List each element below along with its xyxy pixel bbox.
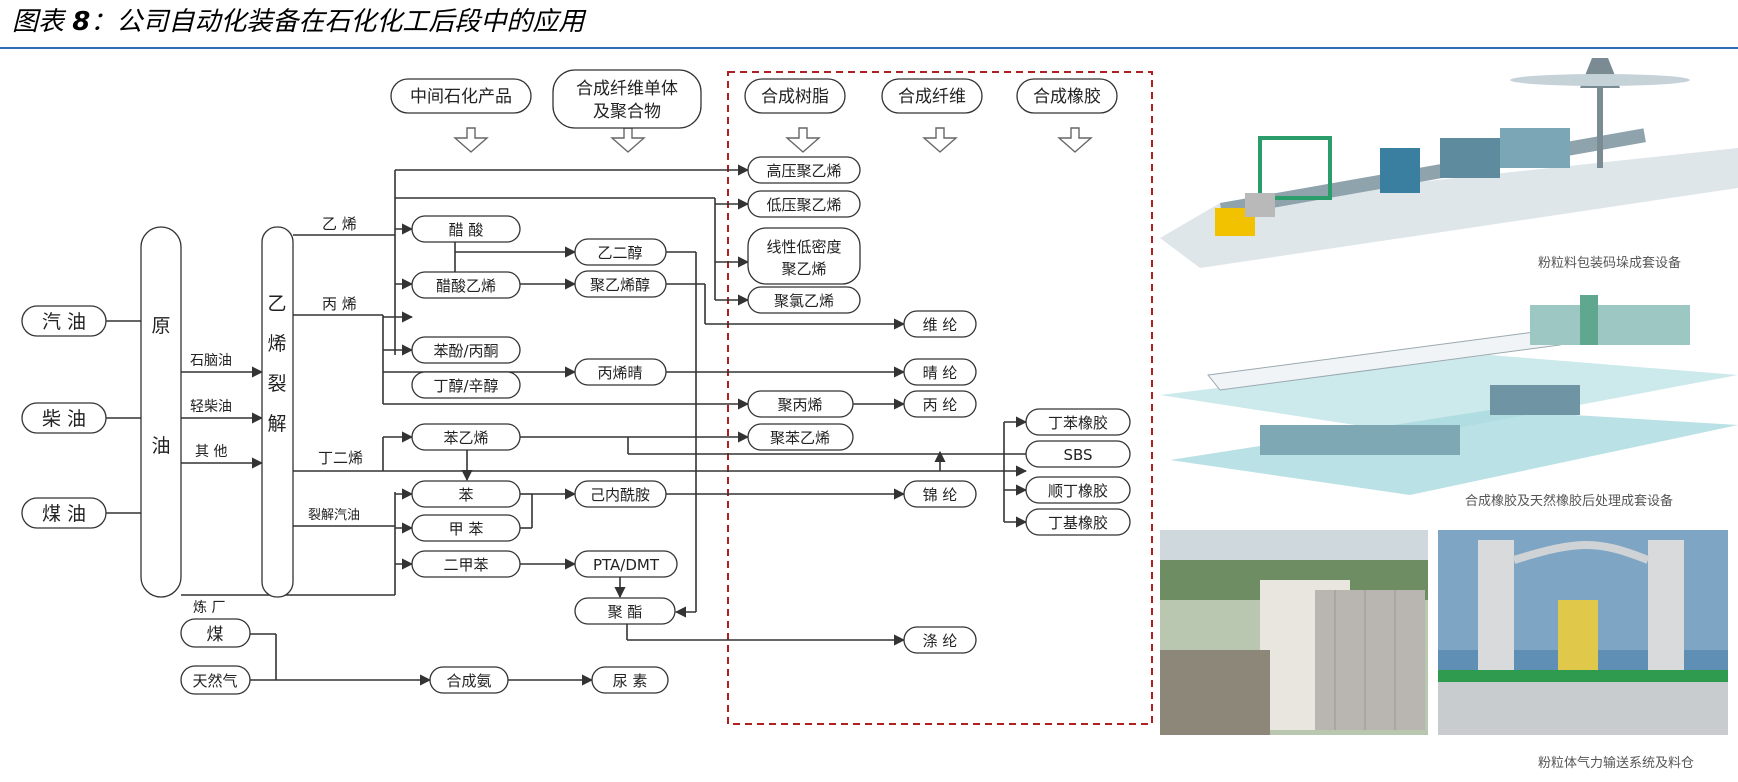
pneumatic-conveying-photo [1438, 530, 1728, 735]
node-pta-dmt: PTA/DMT [593, 556, 660, 574]
node-ethylene-cracking: 乙烯裂解 [267, 293, 286, 435]
node-ps: 聚苯乙烯 [770, 429, 830, 447]
node-br: 顺丁橡胶 [1048, 482, 1108, 500]
flow-labels: 石脑油 轻柴油 其 他 炼 厂 乙 烯 丙 烯 丁二烯 裂解汽油 [190, 215, 363, 616]
silo-plant-photo [1160, 530, 1428, 735]
node-vinylon: 维 纶 [923, 316, 958, 334]
title-prefix: 图表 [12, 7, 65, 37]
node-caprolactam: 己内酰胺 [590, 486, 650, 504]
caption-packaging: 粉粒料包装码垛成套设备 [1538, 256, 1682, 271]
petrochemical-flow-diagram: 中间石化产品 合成纤维单体 及聚合物 合成树脂 合成纤维 合成橡胶 汽 油 柴 … [21, 69, 1153, 725]
node-synthetic-ammonia: 合成氨 [446, 672, 491, 690]
packaging-line-illustration [1160, 58, 1738, 268]
node-polyester-fiber: 涤 纶 [923, 632, 958, 650]
node-pp: 聚丙烯 [777, 396, 822, 414]
label-cracked-gasoline: 裂解汽油 [308, 508, 360, 523]
node-polypropylene-fiber: 丙 纶 [923, 396, 958, 414]
node-nylon: 锦 纶 [923, 486, 958, 504]
node-high-pressure-pe: 高压聚乙烯 [766, 162, 841, 180]
fiber-nodes: 维 纶 晴 纶 丙 纶 锦 纶 涤 纶 [903, 310, 977, 654]
node-gasoline: 汽 油 [42, 311, 86, 333]
node-acrylic: 晴 纶 [923, 364, 958, 382]
flow-connectors [106, 164, 1028, 686]
caption-rubber-post: 合成橡胶及天然橡胶后处理成套设备 [1465, 494, 1674, 509]
node-polyvinyl-alcohol: 聚乙烯醇 [590, 276, 650, 294]
label-refinery: 炼 厂 [193, 600, 225, 616]
node-low-pressure-pe: 低压聚乙烯 [766, 196, 841, 214]
node-diesel: 柴 油 [42, 408, 86, 430]
node-lldpe-line1: 线性低密度 [766, 238, 841, 256]
node-polyester: 聚 酯 [608, 603, 643, 621]
node-vinyl-acetate: 醋酸乙烯 [436, 277, 496, 295]
rubber-postprocessing-illustration [1160, 285, 1738, 510]
node-phenol-acetone: 苯酚/丙酮 [433, 342, 498, 360]
node-xylene: 二甲苯 [443, 556, 488, 574]
source-nodes: 汽 油 柴 油 煤 油 原油 乙烯裂解 煤 天然气 [21, 226, 294, 695]
node-pvc: 聚氯乙烯 [774, 292, 834, 310]
title-rule [0, 47, 1738, 49]
node-butanol-octanol: 丁醇/辛醇 [433, 377, 498, 395]
node-acrylonitrile: 丙烯晴 [597, 364, 642, 382]
header-fiber-monomer-line2: 及聚合物 [593, 102, 661, 122]
label-propylene: 丙 烯 [322, 295, 357, 313]
label-light-diesel: 轻柴油 [190, 399, 232, 415]
node-sbr: 丁苯橡胶 [1048, 414, 1108, 432]
caption-conveying: 粉粒体气力输送系统及料仓 [1538, 756, 1695, 771]
node-styrene: 苯乙烯 [443, 429, 488, 447]
monomer-nodes: 乙二醇 聚乙烯醇 丙烯晴 己内酰胺 PTA/DMT 聚 酯 尿 素 [574, 238, 678, 694]
header-down-arrows [453, 127, 1093, 153]
node-ethylene-glycol: 乙二醇 [597, 244, 642, 262]
node-kerosene: 煤 油 [42, 503, 86, 525]
label-butadiene: 丁二烯 [318, 449, 363, 467]
header-intermediate: 中间石化产品 [410, 87, 512, 107]
rubber-nodes: 丁苯橡胶 SBS 顺丁橡胶 丁基橡胶 [1025, 408, 1131, 536]
figure-title: 图表 8：公司自动化装备在石化化工后段中的应用 [12, 2, 584, 42]
node-benzene: 苯 [458, 486, 473, 504]
node-crude-oil: 原油 [151, 315, 170, 457]
label-other: 其 他 [195, 444, 227, 460]
node-acetic-acid: 醋 酸 [449, 221, 484, 239]
node-sbs: SBS [1063, 446, 1092, 464]
label-naphtha: 石脑油 [190, 353, 232, 369]
title-number: 8 [72, 7, 91, 37]
header-resin: 合成树脂 [761, 87, 829, 107]
title-text: ：公司自动化装备在石化化工后段中的应用 [90, 7, 585, 37]
column-headers: 中间石化产品 合成纤维单体 及聚合物 合成树脂 合成纤维 合成橡胶 [390, 69, 1118, 129]
node-iir: 丁基橡胶 [1048, 514, 1108, 532]
node-toluene: 甲 苯 [449, 520, 484, 538]
automation-scope-dashed-box [727, 71, 1153, 725]
header-rubber: 合成橡胶 [1033, 87, 1101, 107]
header-fiber-monomer-line1: 合成纤维单体 [576, 79, 678, 99]
node-lldpe-line2: 聚乙烯 [781, 260, 826, 278]
node-coal: 煤 [207, 625, 224, 645]
node-natural-gas: 天然气 [192, 672, 237, 690]
label-ethylene: 乙 烯 [322, 215, 357, 233]
node-urea: 尿 素 [613, 672, 648, 690]
intermediate-nodes: 醋 酸 醋酸乙烯 苯酚/丙酮 丁醇/辛醇 苯乙烯 苯 甲 苯 二甲苯 合成氨 [411, 215, 521, 694]
header-fiber: 合成纤维 [898, 87, 966, 107]
resin-nodes: 高压聚乙烯 低压聚乙烯 线性低密度 聚乙烯 聚氯乙烯 聚丙烯 聚苯乙烯 [747, 156, 861, 451]
